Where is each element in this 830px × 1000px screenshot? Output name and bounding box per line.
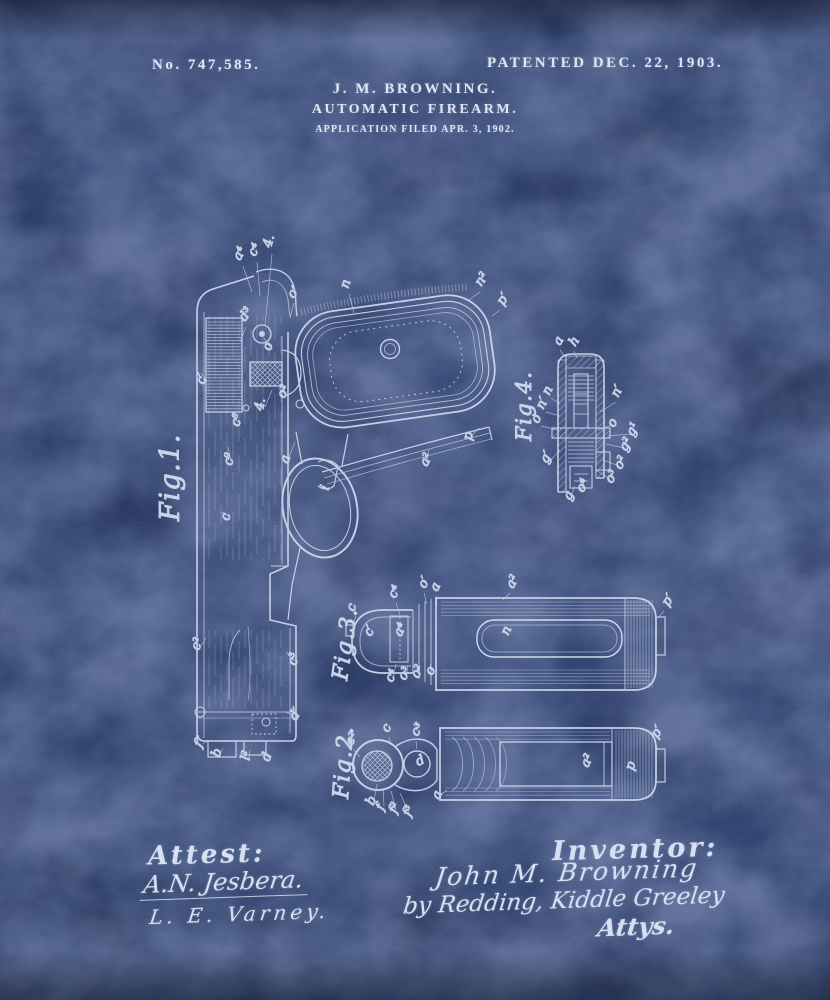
fig4-spring-coils-lower [568, 441, 594, 463]
attorney-suffix: Attys. [596, 910, 677, 943]
fig2-shading-top [445, 731, 610, 740]
fig3-ejection-opening [476, 619, 623, 658]
part-label: c³ [285, 651, 303, 667]
fig3-shading-bottom [441, 669, 650, 684]
part-label: p′ [648, 723, 667, 741]
fig2-rear-nub [655, 748, 666, 783]
fig3-shading-top [441, 601, 650, 616]
fig3-rear-nub [655, 616, 666, 656]
part-label: n′ [608, 383, 627, 400]
fig1-knurled-cocking-piece [249, 361, 283, 387]
part-label: g [560, 488, 577, 502]
figure-label: Fig.3. [328, 606, 363, 683]
part-label: o⁴ [573, 476, 592, 495]
part-label: n [539, 383, 556, 397]
fig2-shading-bottom [445, 787, 610, 796]
part-label: d [259, 750, 276, 763]
figure-label: Fig.4. [512, 371, 536, 442]
fig1-muzzle [194, 706, 277, 758]
part-label: n² [472, 270, 492, 290]
part-label: n [498, 624, 515, 638]
part-label: p′ [494, 290, 513, 308]
fig3-rear-cap-hatching [627, 600, 653, 688]
part-label: n′ [533, 395, 552, 412]
part-label: c⁹ [221, 451, 238, 467]
fig1-drawing [194, 253, 501, 759]
part-label: i [318, 483, 334, 492]
fig1-serration-hatching [207, 321, 241, 410]
part-label: c [378, 721, 395, 735]
part-label: f³ [400, 803, 418, 819]
fig4-firing-pin [573, 373, 589, 429]
fig1-grip-medallion-icon [379, 338, 401, 360]
part-label: a [278, 453, 295, 465]
part-label: d′ [286, 706, 305, 723]
part-label: g′ [537, 449, 556, 466]
part-label: h [566, 334, 583, 349]
fig2-knurled-plug [361, 750, 393, 782]
part-label: n [338, 278, 355, 291]
part-label: c′ [194, 372, 211, 386]
part-label: o [260, 341, 276, 351]
part-label: a² [578, 752, 597, 770]
part-label: c′ [361, 623, 379, 639]
part-label: d [413, 753, 427, 770]
part-label: a⁴ [391, 621, 410, 639]
fig2-inner-sleeve [499, 741, 613, 787]
part-label: c [218, 511, 234, 521]
fig2-drawing [352, 727, 666, 814]
inventor-name-heading: J. M. BROWNING. [332, 81, 498, 97]
application-line: APPLICATION FILED APR. 3, 1902. [315, 124, 515, 135]
fig2-yoke [394, 738, 438, 792]
part-label: c⁸ [228, 411, 246, 428]
invention-title: AUTOMATIC FIREARM. [311, 102, 519, 117]
part-label: o² [611, 453, 630, 472]
fig1-backstrap-serrations [300, 283, 469, 316]
part-label: p′ [659, 591, 678, 609]
part-label: l² [238, 749, 255, 762]
fig4-cross-band [551, 427, 611, 439]
fig4-spring-coils-upper [568, 375, 594, 401]
part-label: a [429, 788, 446, 801]
part-label: a² [417, 451, 436, 469]
part-label: 4. [252, 397, 269, 413]
patent-date: PATENTED DEC. 22, 1903. [487, 55, 724, 71]
fig1-grip [294, 283, 496, 429]
fig1-hammer-group [242, 324, 305, 412]
attest-signature-1: A.N. Jesbera. [139, 865, 311, 901]
figure-label: Fig.1. [155, 433, 186, 522]
part-label: d³ [236, 305, 256, 325]
part-label: c⁴ [385, 583, 404, 601]
part-label: c³ [408, 720, 427, 739]
patent-number: No. 747,585. [152, 57, 261, 73]
part-label: g¹ [623, 420, 643, 439]
part-label: a [427, 580, 444, 594]
part-label: a² [503, 572, 522, 590]
